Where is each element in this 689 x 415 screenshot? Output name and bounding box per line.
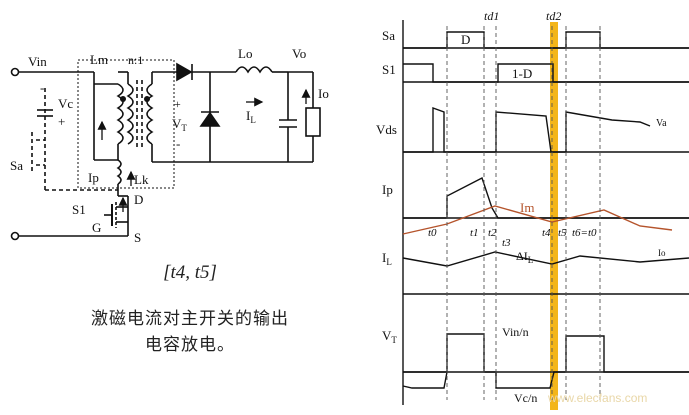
label-s: S [134,230,141,245]
wf-label-s1: S1 [382,62,396,77]
time-t5: t5 [558,227,567,239]
label-g: G [92,220,101,235]
time-t0: t0 [428,227,437,239]
label-sa: Sa [10,158,23,173]
label-s1: S1 [72,202,86,217]
wf-label-vin-n: Vin/n [502,325,529,339]
wf-label-ip: Ip [382,182,393,197]
waveform-traces [402,20,689,405]
time-t4: t4 [542,227,551,239]
highlight-bar [550,22,558,410]
dot-secondary [144,96,150,102]
time-t6: t6=t0 [572,227,597,239]
time-t3: t3 [502,237,511,249]
label-lm: Lm [90,52,108,67]
wf-label-vds: Vds [376,122,397,137]
wf-label-vc-n: Vc/n [514,391,537,405]
label-ip: Ip [88,170,99,185]
label-vin: Vin [28,54,47,69]
wf-label-1d: 1-D [512,66,532,81]
label-il: IL [246,108,256,125]
wf-label-im: Im [520,200,534,215]
caption-line-2: 电容放电。 [145,335,235,355]
wf-label-il: IL [382,250,392,267]
time-t1: t1 [470,227,479,239]
time-labels: t0 t1 t2 t3 t4 t5 t6=t0 [428,227,597,249]
vin-terminal-bottom [10,231,20,241]
label-vc: Vc [58,96,73,111]
wf-label-vt: VT [382,328,397,345]
forward-converter-schematic [10,59,321,241]
label-io: Io [318,86,329,101]
label-lo: Lo [238,46,252,61]
wf-label-va: Va [656,118,667,129]
wf-label-sa: Sa [382,28,395,43]
wf-label-d: D [461,32,470,47]
label-vt-minus: - [176,136,180,151]
label-lk: Lk [134,172,149,187]
label-vc-plus: + [58,114,65,129]
vin-terminal-top [10,67,20,77]
dot-primary [120,96,126,102]
time-markers [446,26,601,400]
caption-interval: [t4, t5] [163,262,217,283]
time-t2: t2 [488,227,497,239]
wf-label-td1: td1 [484,9,499,23]
label-vt: VT [172,116,187,133]
wf-label-io: Io [658,248,666,258]
caption-line-1: 激磁电流对主开关的输出 [91,309,289,329]
wf-label-td2: td2 [546,9,561,23]
label-vt-plus: + [174,97,181,111]
label-ratio: n:1 [128,53,143,67]
wf-label-delta-il: ΔIL [516,249,533,265]
im-curve [402,205,673,235]
label-d: D [134,192,143,207]
watermark-text: www.elecfans.com [548,391,648,405]
label-vo: Vo [292,46,306,61]
label-vc-minus: - [40,80,44,95]
